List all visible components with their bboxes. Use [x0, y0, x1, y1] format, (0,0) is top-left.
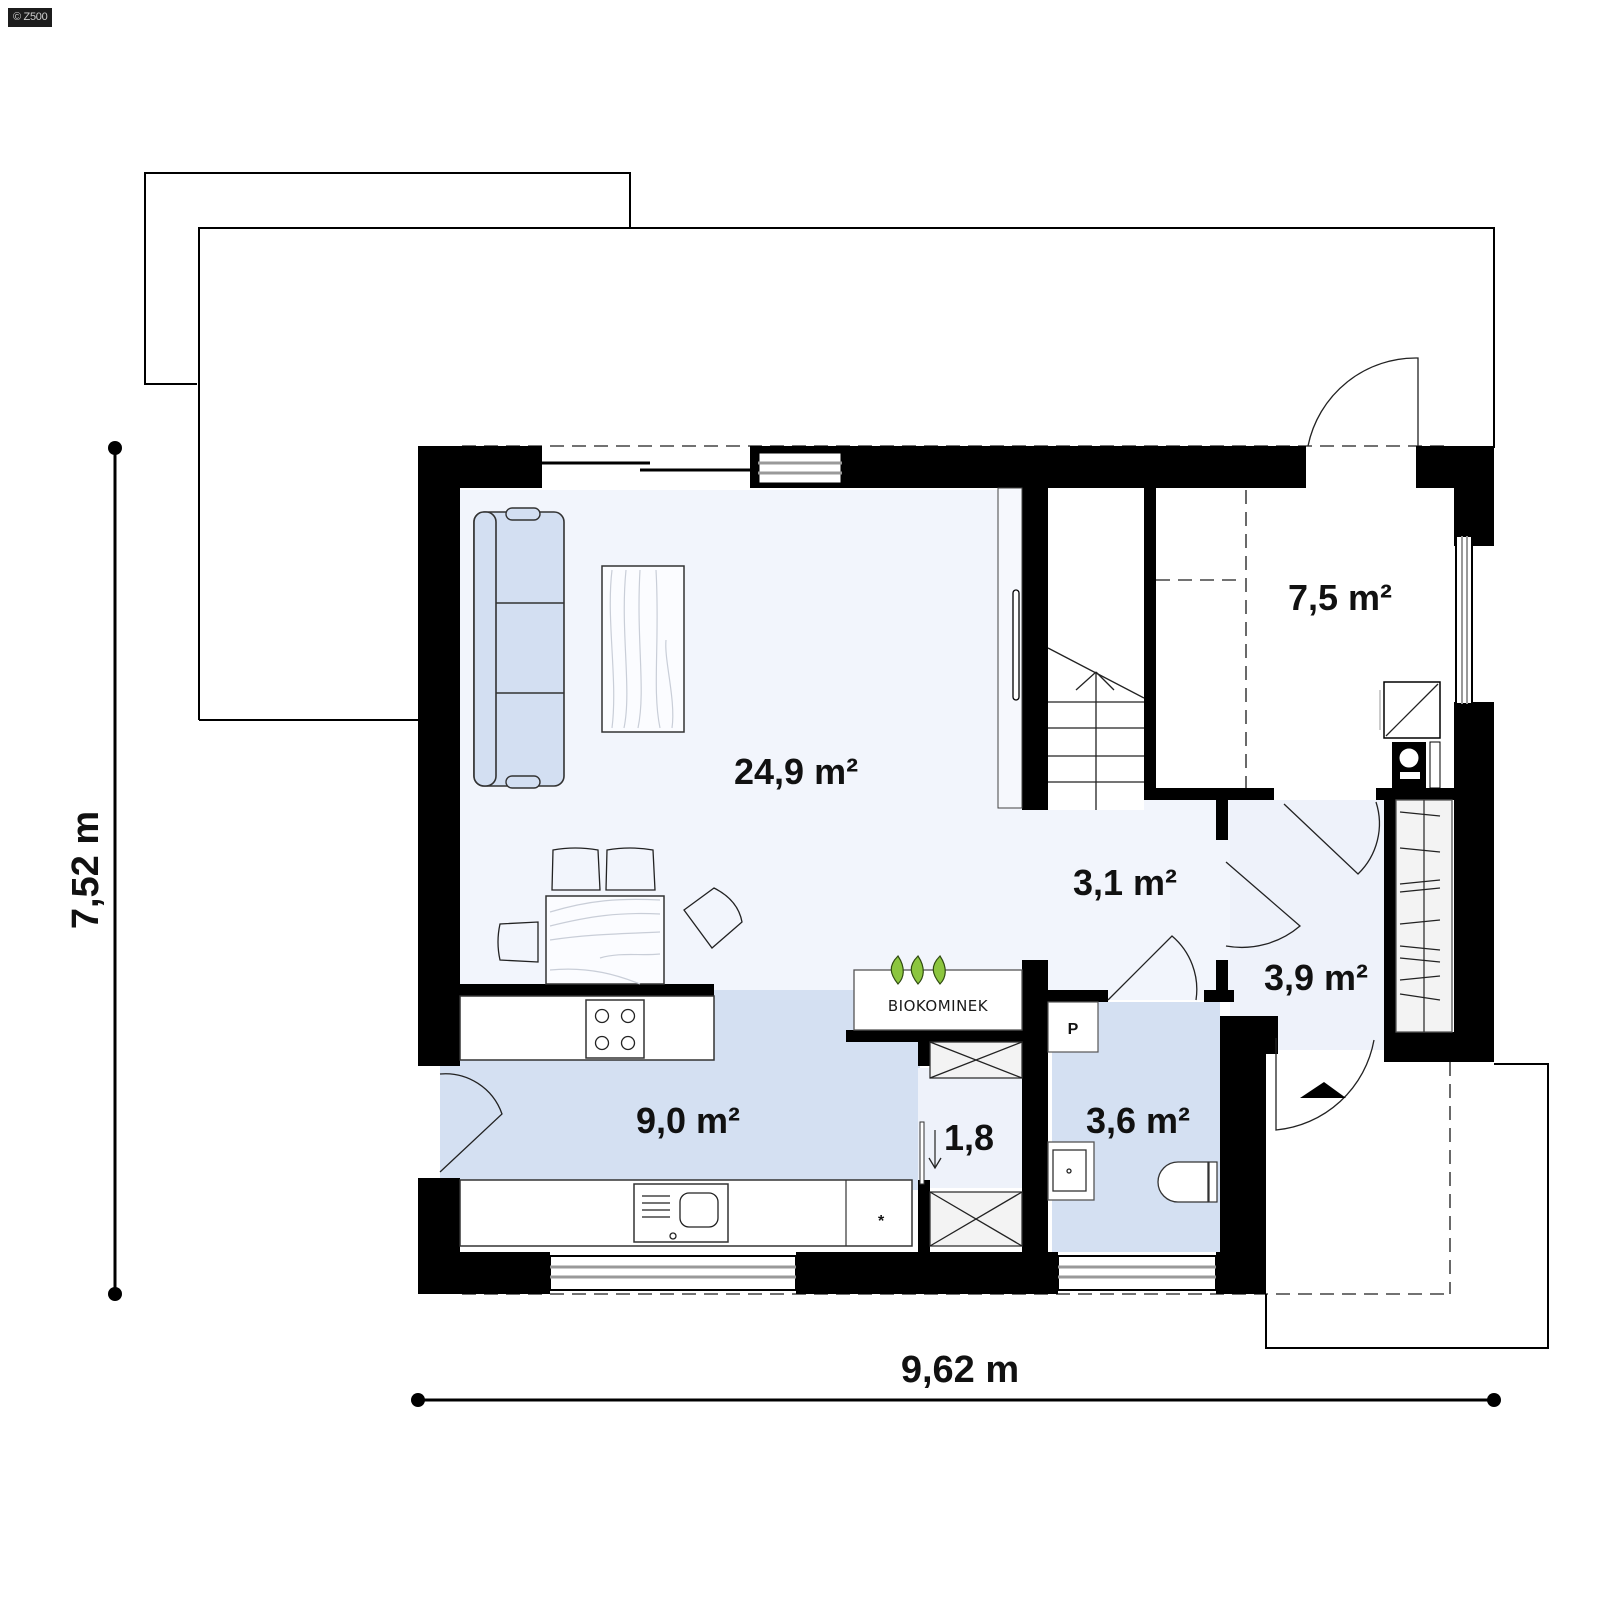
dimension-width: 9,62 m — [411, 1349, 1501, 1407]
height-dimension-label: 7,52 m — [65, 811, 107, 929]
area-pantry: 1,8 — [944, 1117, 994, 1158]
roof-outline — [144, 172, 1495, 721]
flame-leaf-icon — [890, 955, 946, 985]
area-kitchen: 9,0 m² — [636, 1100, 740, 1141]
entrance-arrow-icon — [1300, 1082, 1346, 1098]
pantry-shelves — [919, 1041, 1023, 1247]
windows — [542, 450, 1473, 1291]
fridge-mark: * — [878, 1213, 885, 1230]
utility-fixtures — [1379, 681, 1441, 789]
dimension-height: 7,52 m — [65, 441, 122, 1301]
area-bathroom: 3,6 m² — [1086, 1100, 1190, 1141]
coffee-table — [601, 565, 685, 733]
boiler-label: P — [1068, 1021, 1079, 1038]
area-vestibule: 3,9 m² — [1264, 957, 1368, 998]
bathroom-fixtures: P — [1047, 1001, 1218, 1203]
staircase — [1047, 488, 1145, 810]
walls — [418, 446, 1494, 1294]
watermark: © Z500 — [8, 8, 53, 27]
area-labels: 24,9 m² 7,5 m² 3,1 m² 3,9 m² 9,0 m² 1,8 … — [636, 577, 1392, 1158]
kitchen-counters: * — [459, 995, 913, 1247]
area-utility: 7,5 m² — [1288, 577, 1392, 618]
vestibule-fill — [1230, 800, 1390, 1050]
dining-set — [497, 847, 743, 985]
width-dimension-label: 9,62 m — [901, 1349, 1019, 1391]
doors — [439, 357, 1419, 1173]
area-hall: 3,1 m² — [1073, 862, 1177, 903]
biofireplace: BIOKOMINEK — [853, 955, 1023, 1031]
wardrobe — [1395, 799, 1453, 1033]
area-living: 24,9 m² — [734, 751, 858, 792]
fireplace-label: BIOKOMINEK — [888, 997, 989, 1015]
porch-outline — [1265, 1063, 1549, 1349]
sofa — [473, 507, 565, 789]
